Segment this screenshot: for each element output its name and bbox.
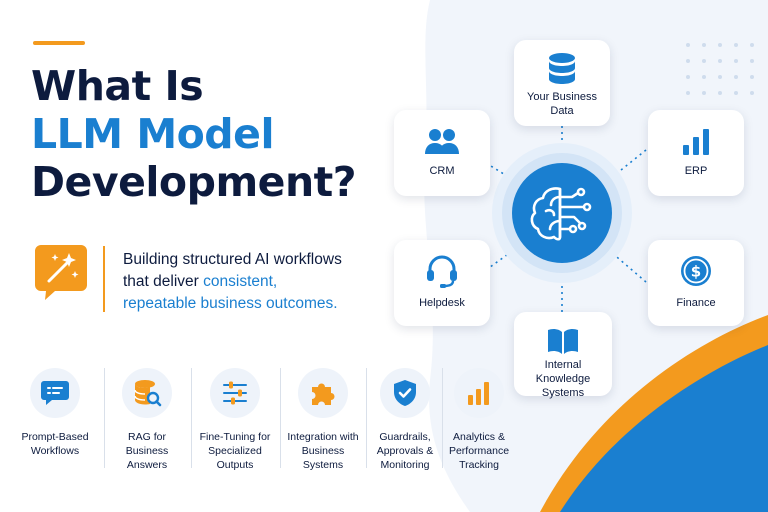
node-business-data: Your Business Data bbox=[514, 40, 610, 126]
node-internal-knowledge: Internal Knowledge Systems bbox=[514, 312, 612, 399]
open-book-icon bbox=[548, 328, 578, 354]
node-finance: $ Finance bbox=[648, 240, 744, 326]
puzzle-icon bbox=[312, 383, 335, 405]
node-erp: ERP bbox=[648, 110, 744, 196]
feature-divider bbox=[442, 368, 443, 468]
accent-line bbox=[33, 41, 85, 45]
dollar-coin-icon: $ bbox=[681, 256, 711, 286]
tagline: Building structured AI workflows that de… bbox=[123, 249, 342, 315]
feature-fine-tuning: Fine-Tuning for Specialized Outputs bbox=[196, 368, 274, 472]
node-label: CRM bbox=[429, 165, 455, 177]
feature-analytics: Analytics & Performance Tracking bbox=[440, 368, 518, 472]
page-title: What Is LLM Model Development? bbox=[31, 62, 357, 206]
bar-chart-icon bbox=[468, 382, 489, 405]
tagline-highlight-2: repeatable business outcomes. bbox=[123, 295, 338, 312]
chat-bubble-icon bbox=[41, 381, 69, 405]
node-label: ERP bbox=[684, 165, 708, 177]
title-line-2: LLM Model bbox=[31, 110, 275, 158]
database-icon bbox=[549, 53, 575, 84]
feature-prompt-based-workflows: Prompt-Based Workflows bbox=[16, 368, 94, 458]
tagline-line-1: Building structured AI workflows bbox=[123, 251, 342, 268]
tagline-divider bbox=[103, 246, 105, 312]
feature-divider bbox=[280, 368, 281, 468]
tagline-line-2: that deliver bbox=[123, 273, 204, 290]
title-line-3: Development? bbox=[31, 158, 357, 206]
node-label: Your Business Data bbox=[527, 91, 597, 117]
feature-label: Prompt-Based Workflows bbox=[21, 431, 89, 457]
feature-label: RAG for Business Answers bbox=[125, 431, 169, 471]
node-label: Internal Knowledge Systems bbox=[535, 359, 591, 399]
node-label: Helpdesk bbox=[419, 297, 465, 309]
users-icon bbox=[425, 129, 459, 154]
sliders-icon bbox=[223, 381, 247, 405]
feature-divider bbox=[104, 368, 105, 468]
feature-label: Fine-Tuning for Specialized Outputs bbox=[199, 431, 271, 471]
feature-divider bbox=[191, 368, 192, 468]
feature-guardrails: Guardrails, Approvals & Monitoring bbox=[366, 368, 444, 472]
database-search-icon bbox=[134, 380, 162, 407]
tagline-highlight-1: consistent, bbox=[203, 273, 278, 290]
node-label: Finance bbox=[676, 297, 716, 309]
bar-chart-icon bbox=[683, 129, 709, 155]
shield-check-icon bbox=[394, 380, 416, 406]
feature-label: Integration with Business Systems bbox=[287, 431, 359, 471]
node-helpdesk: Helpdesk bbox=[394, 240, 490, 326]
feature-divider bbox=[366, 368, 367, 468]
feature-rag: RAG for Business Answers bbox=[108, 368, 186, 472]
magic-wand-chat-icon bbox=[35, 245, 87, 300]
feature-label: Guardrails, Approvals & Monitoring bbox=[376, 431, 434, 471]
title-line-1: What Is bbox=[31, 62, 204, 110]
headset-icon bbox=[427, 255, 457, 288]
svg-text:$: $ bbox=[691, 263, 701, 281]
feature-label: Analytics & Performance Tracking bbox=[448, 431, 510, 471]
node-crm: CRM bbox=[394, 110, 490, 196]
brain-circuit-icon bbox=[530, 187, 592, 241]
feature-integration: Integration with Business Systems bbox=[284, 368, 362, 472]
